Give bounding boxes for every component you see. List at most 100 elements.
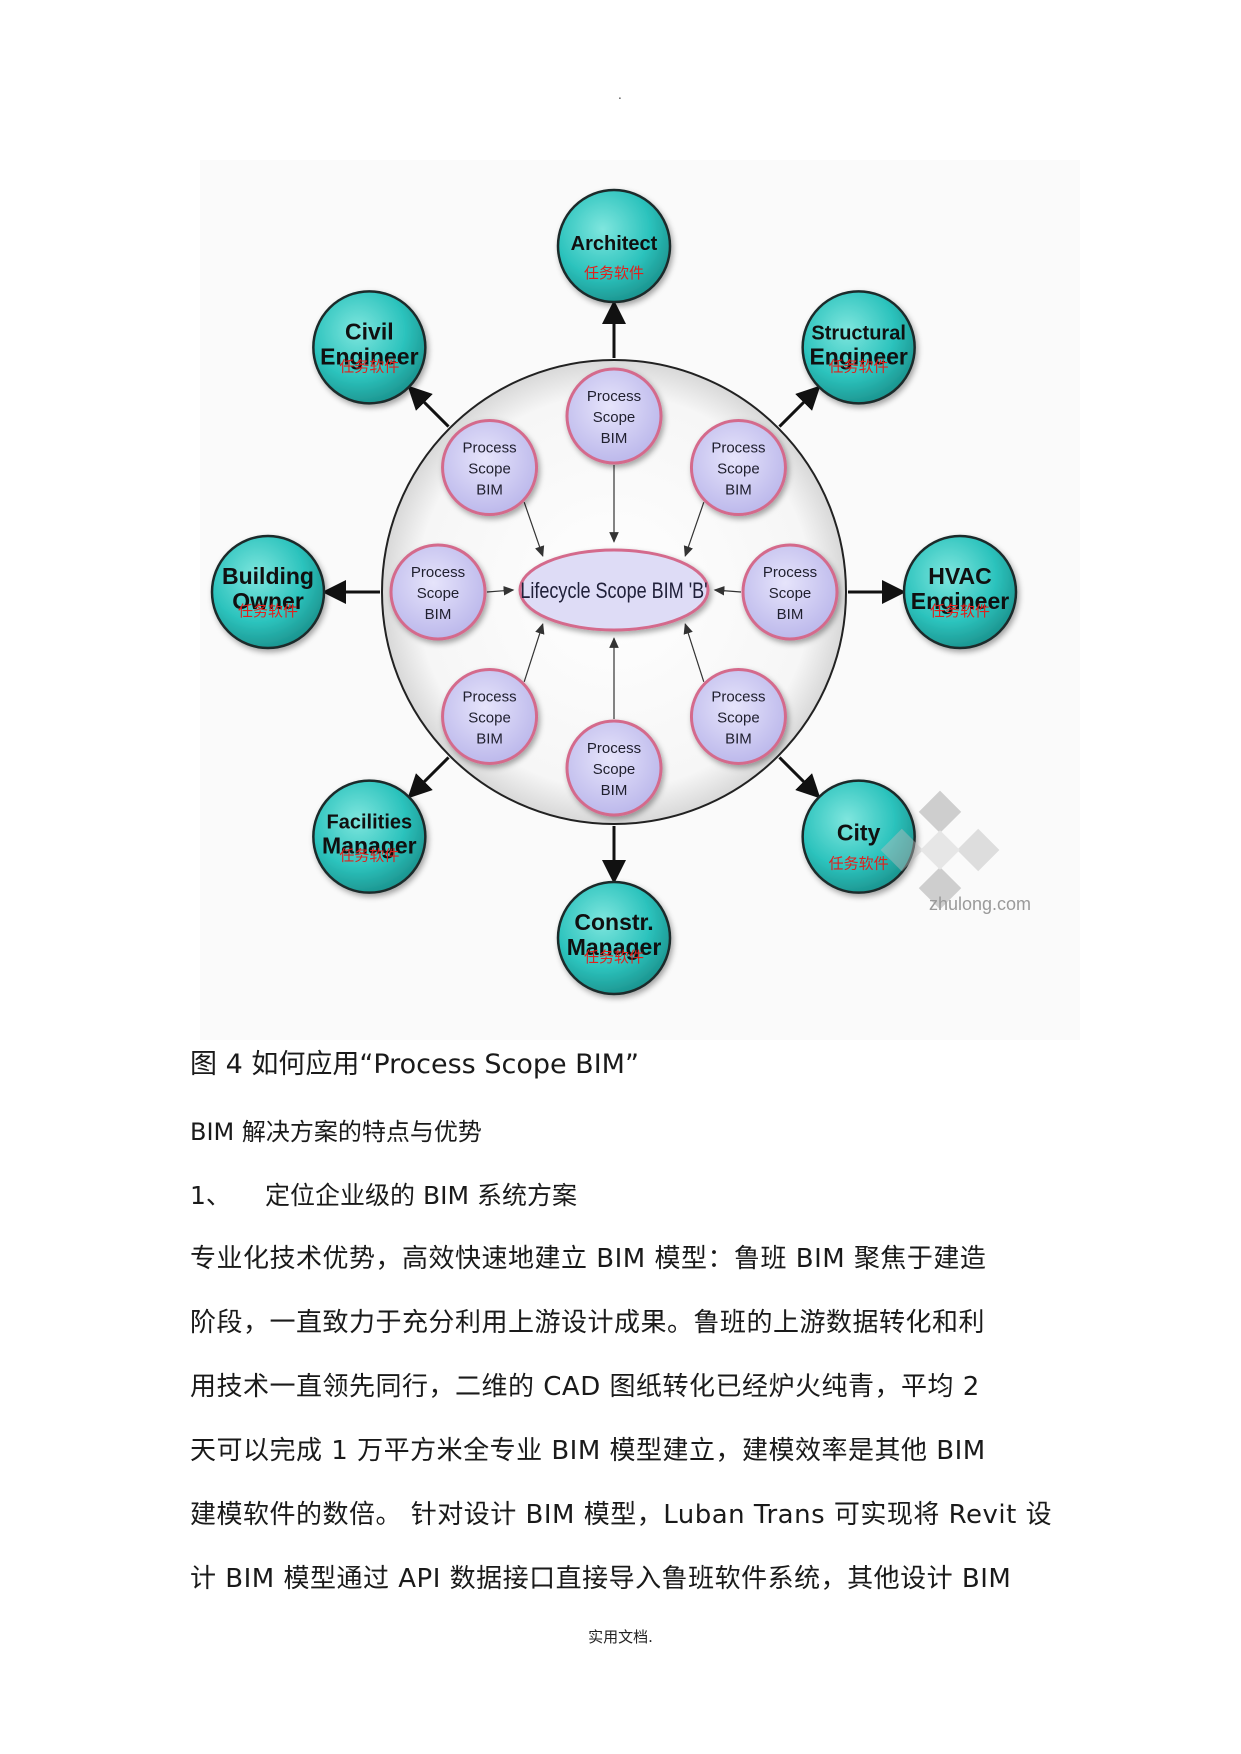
process-scope-circle: [689, 419, 787, 517]
process-scope-label: Process: [711, 688, 765, 705]
stakeholder-label: Manager: [322, 833, 417, 859]
process-scope-circle: [441, 667, 539, 765]
stakeholder-label: Engineer: [911, 588, 1009, 614]
stakeholder-software-label: 任务软件: [339, 847, 399, 865]
process-scope-label: BIM: [425, 606, 452, 623]
process-scope-label: Process: [763, 564, 817, 581]
stakeholder-label: Engineer: [320, 343, 418, 369]
outer-arrow: [407, 385, 450, 428]
body-line: 专业化技术优势，高效快速地建立 BIM 模型：鲁班 BIM 聚焦于建造: [190, 1244, 987, 1274]
stakeholder-software-label: 任务软件: [829, 357, 889, 375]
stakeholder-nodes: Architect任务软件StructuralEngineer任务软件HVACE…: [210, 188, 1018, 996]
process-scope-circle: [689, 667, 787, 765]
process-scope-label: Process: [711, 440, 765, 457]
page-footer: 实用文档.: [588, 1628, 653, 1646]
list-item-number: 1、: [190, 1181, 231, 1210]
lifecycle-center-ellipse: [518, 548, 710, 632]
inner-arrow: [486, 585, 515, 596]
body-line: 阶段，一直致力于充分利用上游设计成果。鲁班的上游数据转化和利: [190, 1308, 986, 1338]
process-scope-label: Scope: [717, 461, 760, 478]
inner-arrow: [713, 585, 742, 596]
process-scope-label: Scope: [468, 461, 511, 478]
stakeholder-circle: [210, 534, 326, 650]
header-mark: .: [618, 88, 622, 102]
outer-arrow: [778, 385, 821, 428]
stakeholder-label: Engineer: [809, 343, 907, 369]
stakeholder-circle: [312, 779, 427, 894]
body-line: 建模软件的数倍。 针对设计 BIM 模型，Luban Trans 可实现将 Re…: [190, 1500, 1053, 1530]
stakeholder-circle: [801, 779, 916, 894]
stakeholder-label: Facilities: [327, 812, 413, 834]
watermark-text: zhulong.com: [929, 894, 1031, 914]
inner-arrow: [683, 623, 705, 682]
stakeholder-label: Building: [222, 563, 314, 589]
stakeholder-label: Manager: [567, 934, 662, 960]
body-line: 用技术一直领先同行，二维的 CAD 图纸转化已经炉火纯青，平均 2: [190, 1372, 980, 1402]
stakeholder-label: Architect: [571, 233, 658, 255]
process-scope-circle: [441, 419, 539, 517]
process-scope-label: Process: [587, 388, 641, 405]
stakeholder-circle: [556, 188, 672, 304]
stakeholder-software-label: 任务软件: [339, 357, 399, 375]
stakeholder-circle: [801, 290, 916, 405]
diagram-canvas: ProcessScopeBIMProcessScopeBIMProcessSco…: [200, 160, 1080, 1040]
stakeholder-software-label: 任务软件: [829, 855, 889, 873]
process-scope-label: Scope: [417, 585, 460, 602]
stakeholder-node: City 任务软件: [801, 779, 916, 894]
process-scope-circle: [741, 543, 839, 641]
outer-arrow: [407, 756, 450, 799]
stakeholder-software-label: 任务软件: [584, 264, 644, 282]
process-scope-label: Process: [462, 688, 516, 705]
inner-arrow: [523, 623, 545, 682]
stakeholder-label: City: [837, 820, 881, 846]
stakeholder-circle: [902, 534, 1018, 650]
stakeholder-software-label: 任务软件: [238, 602, 298, 620]
body-line: 天可以完成 1 万平方米全专业 BIM 模型建立，建模效率是其他 BIM: [190, 1436, 986, 1466]
stakeholder-label: Constr.: [574, 909, 653, 935]
stakeholder-circle: [312, 290, 427, 405]
process-scope-label: BIM: [601, 430, 628, 447]
stakeholder-node: Architect 任务软件: [556, 188, 672, 304]
process-scope-label: Process: [587, 740, 641, 757]
outer-arrow: [778, 756, 821, 799]
stakeholder-circle: [556, 880, 672, 996]
process-scope-circle: [565, 367, 663, 465]
stakeholder-software-label: 任务软件: [584, 948, 644, 966]
outer-arrows: [322, 300, 906, 884]
process-scope-circle: [565, 719, 663, 817]
process-scope-label: BIM: [725, 730, 752, 747]
inner-arrow: [683, 502, 705, 557]
stakeholder-software-label: 任务软件: [930, 602, 990, 620]
inner-arrows: [486, 465, 742, 719]
process-scope-label: Process: [411, 564, 465, 581]
list-item-title: 定位企业级的 BIM 系统方案: [265, 1181, 577, 1210]
inner-arrow: [523, 502, 545, 557]
stakeholder-label: HVAC: [928, 563, 991, 589]
stakeholder-label: Owner: [232, 588, 304, 614]
process-scope-circle: [389, 543, 487, 641]
process-scope-label: Scope: [593, 409, 636, 426]
lifecycle-center-node: Lifecycle Scope BIM 'B': [518, 548, 710, 632]
process-scope-label: BIM: [777, 606, 804, 623]
process-scope-label: BIM: [725, 482, 752, 499]
lifecycle-center-label: Lifecycle Scope BIM 'B': [520, 579, 707, 603]
process-scope-label: Scope: [593, 761, 636, 778]
process-scope-label: Scope: [769, 585, 812, 602]
process-scope-label: Process: [462, 440, 516, 457]
section-heading: BIM 解决方案的特点与优势: [190, 1118, 482, 1146]
process-scope-label: Scope: [717, 709, 760, 726]
